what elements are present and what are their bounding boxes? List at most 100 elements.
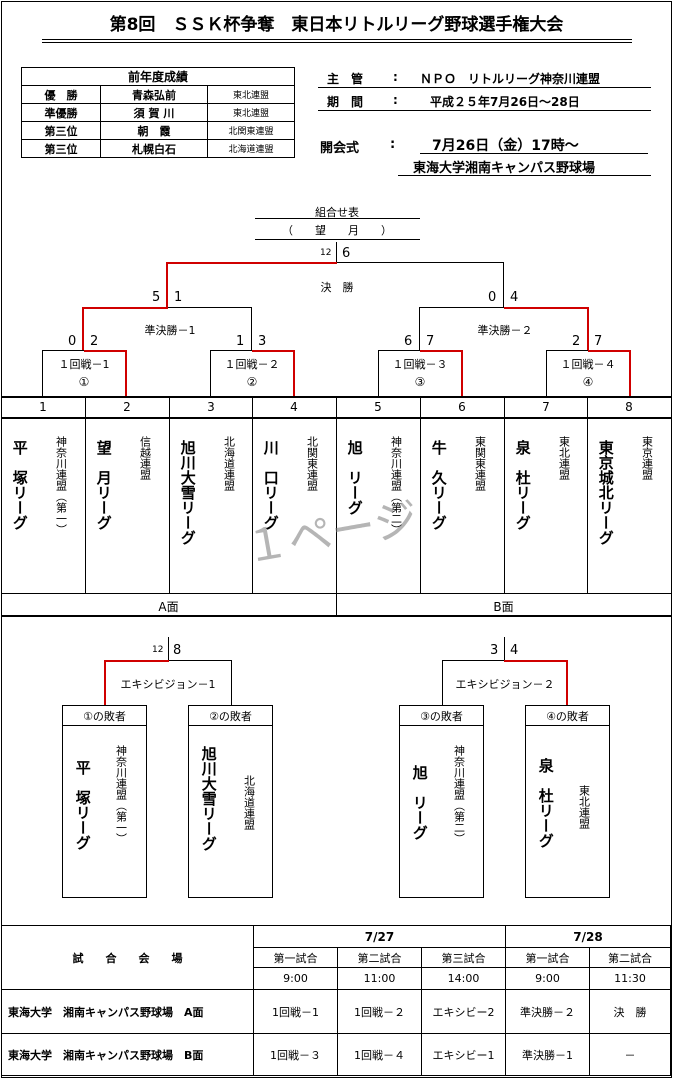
caption-line: [255, 218, 420, 219]
time-cell: 9:00: [505, 967, 590, 990]
game-cell: 準決勝－２: [505, 989, 590, 1034]
team-number: 4: [290, 400, 298, 414]
ex2-bar-red: [504, 660, 568, 662]
rank-cell: 優 勝: [21, 85, 101, 104]
team-column-divider: [336, 396, 337, 594]
ex2-left-header-line: [399, 725, 484, 726]
ex1-right-team: 旭川大雪リーグ: [199, 746, 218, 851]
ex2-right-header-line: [525, 725, 610, 726]
team-number: 6: [458, 400, 466, 414]
team-league: 北関東連盟: [305, 436, 319, 491]
r1-3-bar-red: [420, 350, 462, 352]
opening-underline: [420, 153, 648, 154]
final-leg-left: [166, 262, 168, 307]
r1-4-score-right: 7: [594, 334, 603, 349]
final-bar-left: [166, 262, 337, 264]
ex1-left-card: [62, 705, 147, 898]
game-cell: 1回戦－３: [253, 1033, 338, 1076]
league-cell: 北関東連盟: [207, 121, 295, 140]
team-cell: 青森弘前: [100, 85, 208, 104]
r1-3-label: １回戦－３: [392, 358, 448, 371]
final-label: 決 勝: [320, 281, 354, 294]
team-number: 2: [123, 400, 131, 414]
ex2-leg-left: [442, 660, 443, 705]
side-divider: [336, 594, 337, 616]
ex2-right-league: 東北連盟: [577, 785, 591, 829]
league-cell: 東北連盟: [207, 103, 295, 122]
bracket-caption: 組合せ表: [315, 206, 359, 219]
ex1-left-league: 神奈川連盟（第一）: [114, 745, 128, 844]
team-name: 旭川大雪リーグ: [178, 440, 197, 545]
ex2-score-left: 3: [490, 643, 499, 658]
ex1-score-right: 8: [173, 643, 182, 658]
ex1-left-header: ①の敗者: [83, 710, 126, 723]
team-name: 東京城北リーグ: [596, 440, 615, 545]
game-cell: －: [589, 1033, 671, 1076]
r1-1-circle: ①: [78, 375, 90, 389]
host-colon: :: [393, 70, 398, 84]
ex2-score-right: 4: [510, 643, 519, 658]
semi2-label: 準決勝－２: [477, 324, 533, 337]
semi1-leg-right: [251, 307, 252, 350]
semi2-leg-right: [587, 307, 589, 350]
opening-label: 開会式: [320, 141, 360, 156]
semi2-score-left: 0: [488, 290, 497, 305]
r1-1-bar-red: [84, 350, 126, 352]
team-name: 牛 久リーグ: [429, 440, 448, 530]
team-name: 川 口リーグ: [261, 440, 280, 530]
caption-line-2: [255, 239, 420, 240]
r1-3-leg-right: [461, 350, 463, 396]
day2-header: 7/28: [505, 925, 671, 948]
team-cell: 須 賀 川: [100, 103, 208, 122]
r1-1-score-left: 0: [68, 334, 77, 349]
semi1-bar-black: [168, 307, 251, 308]
game-header: 第二試合: [589, 947, 671, 968]
r1-4-circle: ④: [582, 375, 594, 389]
r1-2-label: １回戦－２: [224, 358, 280, 371]
r1-3-leg-left: [378, 350, 379, 396]
rank-cell: 第三位: [21, 121, 101, 140]
game-cell: 1回戦－４: [337, 1033, 422, 1076]
ex1-bar-black: [169, 660, 231, 661]
game-cell: 1回戦－1: [253, 989, 338, 1034]
rank-cell: 準優勝: [21, 103, 101, 122]
period-label: 期 間: [327, 95, 364, 109]
team-league: 信越連盟: [138, 436, 152, 480]
team-number: 7: [542, 400, 550, 414]
ex2-left-team: 旭 リーグ: [410, 765, 429, 840]
time-cell: 9:00: [253, 967, 338, 990]
schedule-table: 試 合 会 場 7/27 7/28 第一試合 第二試合 第三試合 第一試合 第二…: [1, 925, 671, 1076]
final-bar-right: [337, 262, 504, 263]
r1-1-leg-left: [42, 350, 43, 396]
prev-results-table: 前年度成績 優 勝 青森弘前 東北連盟 準優勝 須 賀 川 東北連盟 第三位 朝…: [21, 67, 295, 158]
ex2-left-league: 神奈川連盟（第二）: [452, 745, 466, 844]
period-underline: [318, 110, 651, 111]
opening-value: 7月26日（金）17時～: [432, 138, 579, 154]
venue-cell: 東海大学 湘南キャンパス野球場 A面: [1, 989, 254, 1034]
time-cell: 14:00: [421, 967, 506, 990]
r1-2-bar-red: [252, 350, 294, 352]
r1-2-leg-right: [293, 350, 295, 396]
team-league: 神奈川連盟（第二）: [389, 436, 403, 535]
r1-1-score-right: 2: [90, 334, 99, 349]
r1-3-score-left: 6: [404, 334, 413, 349]
ex2-right-team: 泉 杜リーグ: [536, 758, 555, 848]
ex1-left-team: 平 塚リーグ: [73, 760, 92, 850]
semi1-score-left: 5: [152, 290, 161, 305]
game-header: 第三試合: [421, 947, 506, 968]
semi1-score-right: 1: [174, 290, 183, 305]
semi1-label: 準決勝－1: [144, 324, 196, 337]
r1-1-leg-right: [125, 350, 127, 396]
time-cell: 11:30: [589, 967, 671, 990]
day1-header: 7/27: [253, 925, 506, 948]
r1-4-label: １回戦－４: [560, 358, 616, 371]
r1-4-bar-black: [546, 350, 588, 351]
ex2-right-card: [525, 705, 610, 898]
title-underline: [42, 39, 632, 40]
ex2-bar-black: [442, 660, 504, 661]
ex1-right-league: 北海道連盟: [242, 775, 256, 830]
table-row: 優 勝 青森弘前 東北連盟: [21, 85, 295, 104]
team-name: 旭 リーグ: [345, 440, 364, 515]
host-label: 主 管: [327, 72, 364, 86]
r1-3-circle: ③: [414, 375, 426, 389]
